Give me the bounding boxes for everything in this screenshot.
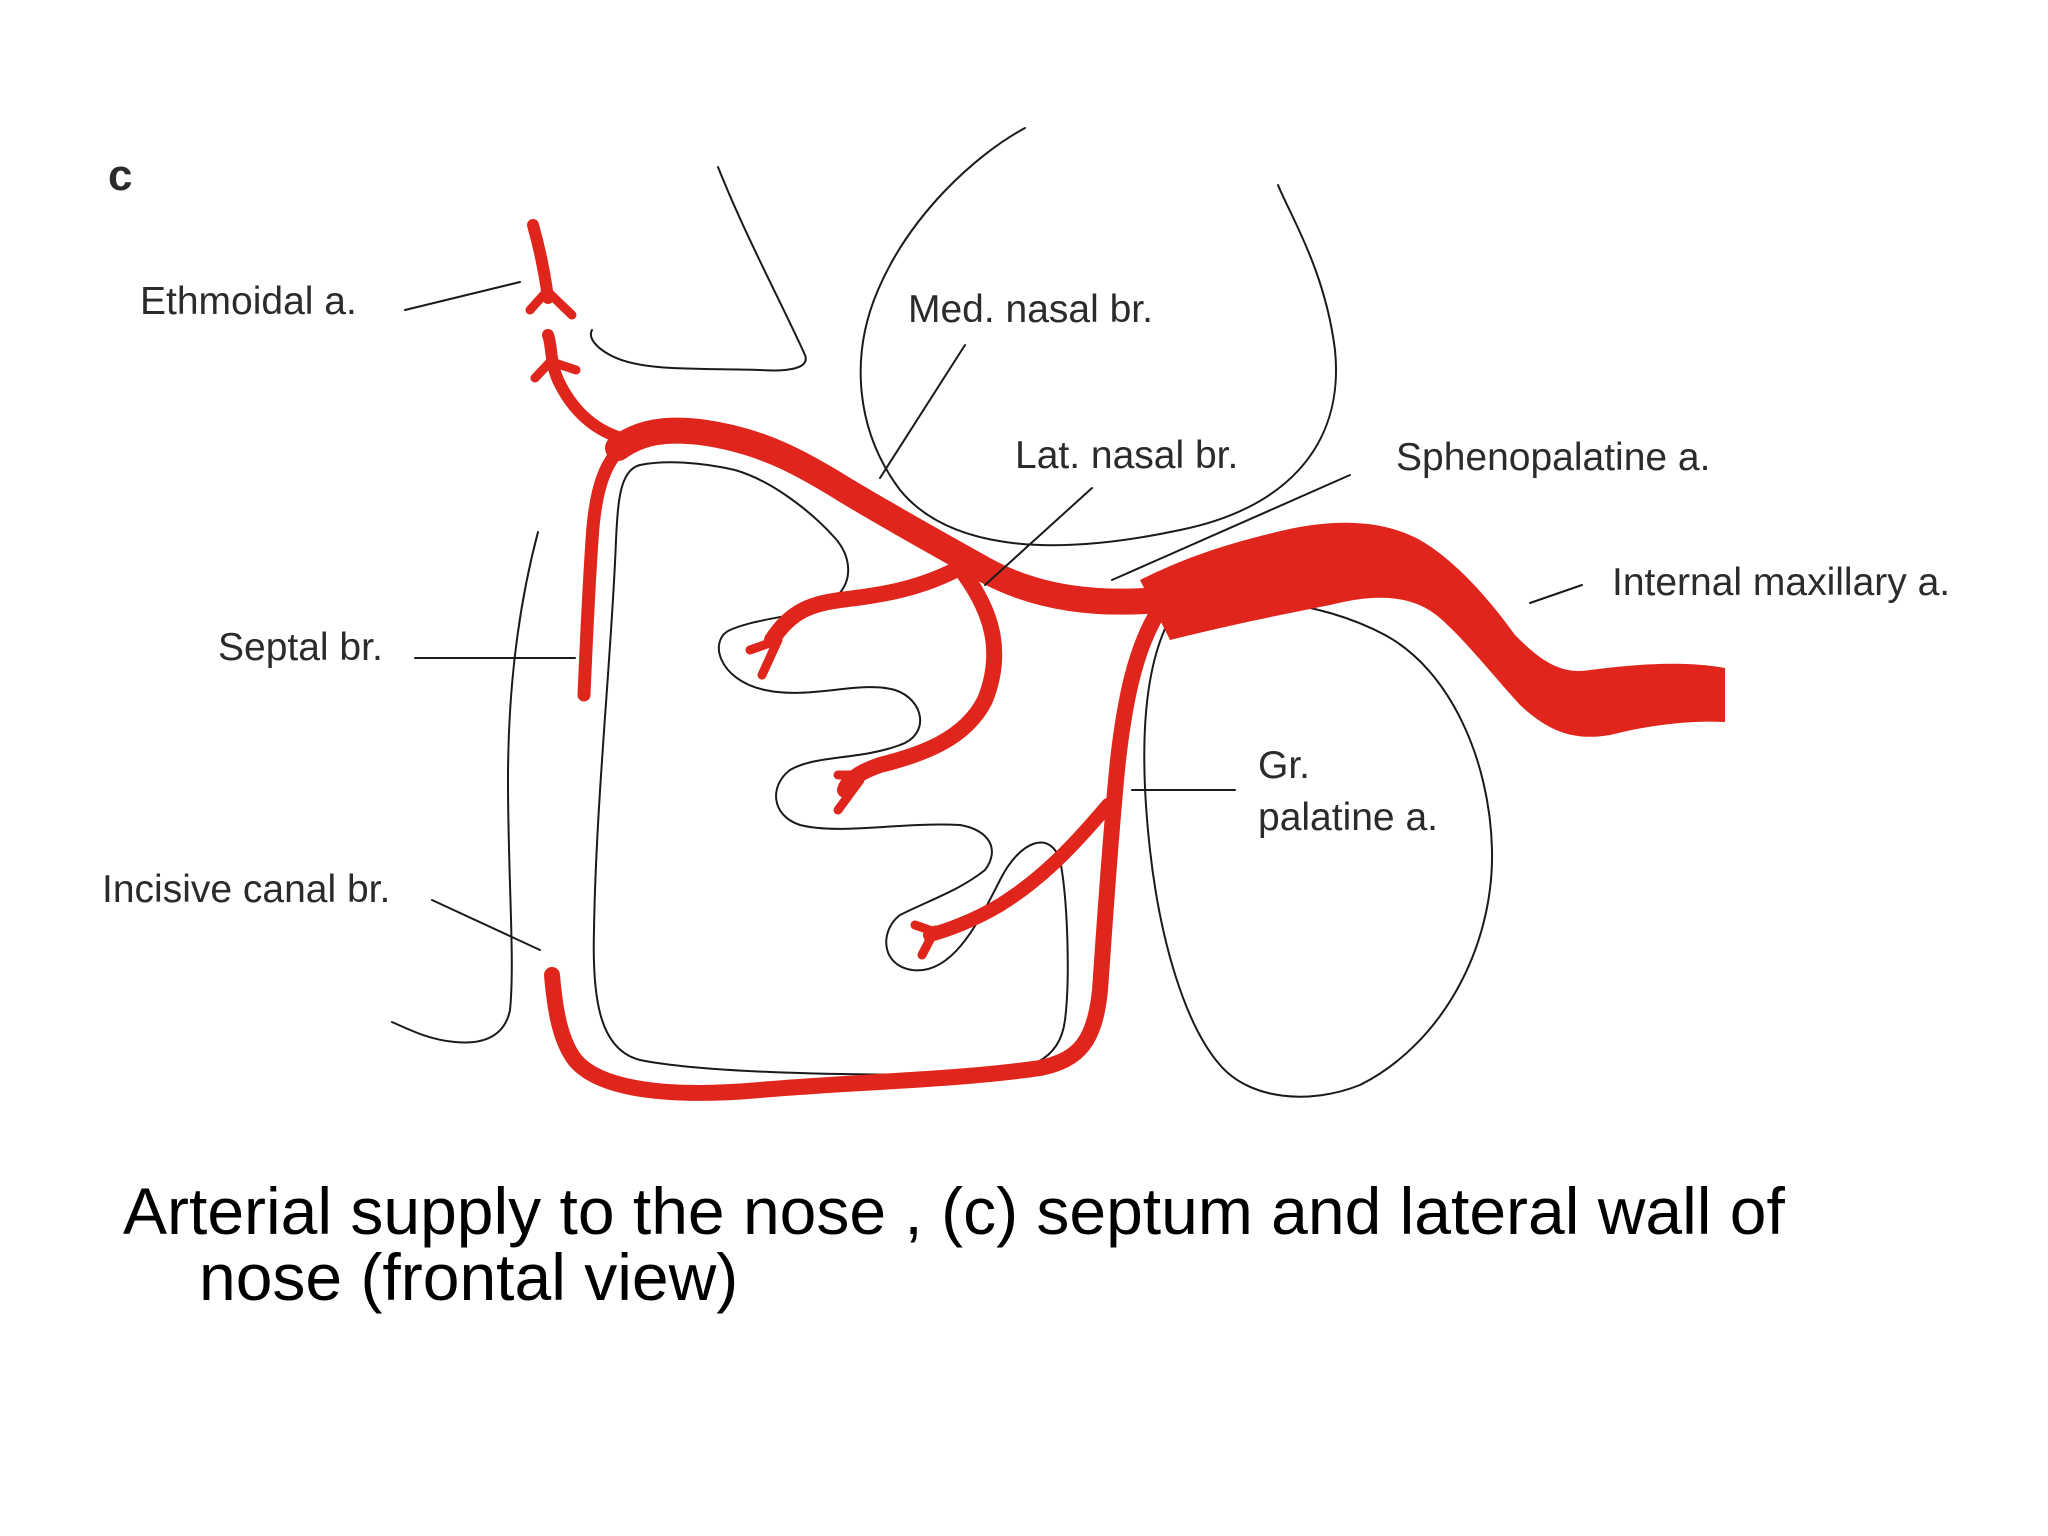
leader-med-nasal — [879, 344, 966, 479]
ethmoidal-stub-4 — [547, 357, 581, 375]
arteries — [525, 219, 1725, 1101]
lateral-nasal-stub-a — [757, 635, 783, 680]
ethmoidal-artery — [542, 329, 634, 446]
internal-maxillary-artery — [1140, 522, 1725, 737]
leader-incisive — [431, 899, 541, 951]
caption-line-1: Arterial supply to the nose , (c) septum… — [123, 1174, 1785, 1248]
leader-ethmoidal — [404, 281, 521, 311]
anatomy-outlines — [391, 127, 1494, 1098]
leader-sphenopalatine — [1111, 474, 1351, 581]
label-gr-palatine-line1: Gr. — [1258, 744, 1310, 787]
orbit-outline — [859, 127, 1337, 547]
panel-letter: c — [108, 151, 132, 200]
septum-outline — [391, 531, 539, 1044]
label-internal-maxillary: Internal maxillary a. — [1612, 561, 1950, 604]
greater-palatine-artery — [544, 604, 1166, 1101]
leader-internal-maxillary — [1529, 584, 1583, 604]
label-ethmoidal: Ethmoidal a. — [140, 280, 357, 323]
inferior-turbinate-branch — [923, 798, 1115, 942]
septal-branch-artery — [577, 433, 639, 702]
label-sphenopalatine: Sphenopalatine a. — [1396, 436, 1710, 479]
maxillary-sinus-outline — [1143, 598, 1494, 1098]
lateral-nasal-stub-b — [745, 635, 783, 655]
lateral-nasal-branch-upper — [764, 557, 973, 648]
inferior-turbinate-stub-b — [910, 920, 940, 937]
label-septal: Septal br. — [218, 626, 383, 669]
caption-line-2: nose (frontal view) — [199, 1240, 739, 1314]
nasal-bone-outline — [590, 166, 807, 372]
label-gr-palatine-line2: palatine a. — [1258, 796, 1438, 839]
leader-lat-nasal — [984, 487, 1093, 586]
sphenopalatine-artery — [605, 417, 1173, 615]
ethmoidal-stub-2 — [543, 287, 577, 320]
leader-lines — [404, 281, 1583, 951]
labels: Ethmoidal a. Med. nasal br. Lat. nasal b… — [102, 280, 1950, 911]
label-incisive-canal: Incisive canal br. — [102, 868, 390, 911]
label-lat-nasal: Lat. nasal br. — [1015, 434, 1238, 477]
figure-caption: Arterial supply to the nose , (c) septum… — [123, 1178, 1923, 1310]
label-med-nasal: Med. nasal br. — [908, 288, 1153, 331]
lateral-wall-turbinates-outline — [592, 461, 1069, 1076]
lateral-nasal-stub-c — [833, 775, 865, 815]
lateral-nasal-branch-middle — [837, 567, 1003, 798]
